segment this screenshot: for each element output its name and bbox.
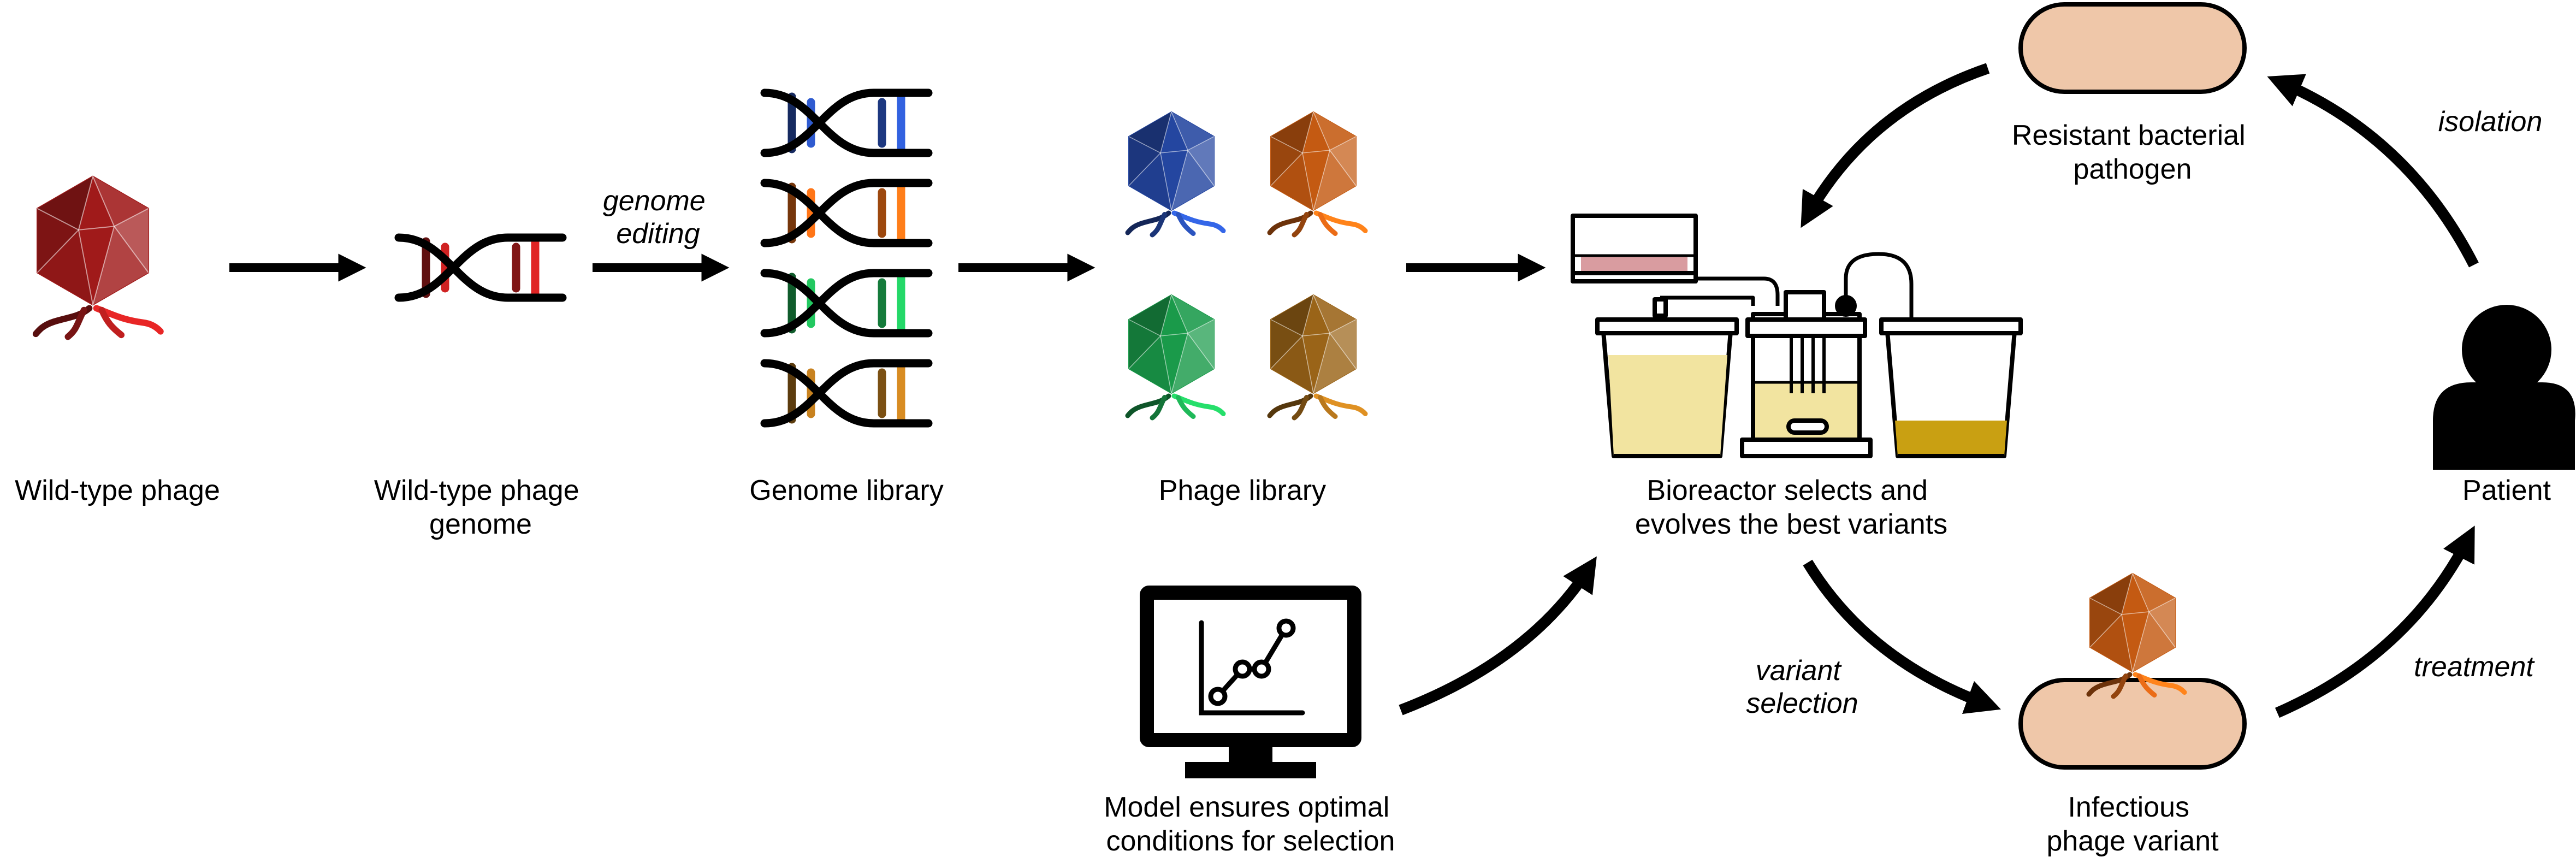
infectious-variant-label: Infectious phage variant [2046,791,2219,857]
dna-green-icon [765,273,928,333]
variant-selection-label: variant selection [1746,655,1858,719]
bioreactor-icon [1571,214,2023,458]
phage-green-icon [1128,295,1223,418]
genome-editing-label: genome editing [603,185,713,250]
patient-icon [2433,305,2575,470]
wild-type-phage-label: Wild-type phage [15,475,220,506]
model-label: Model ensures optimal conditions for sel… [1104,791,1397,857]
wild-type-phage-icon [36,176,161,336]
treatment-label: treatment [2414,651,2535,683]
chart-glyph [1199,618,1305,716]
genome-library-icons [765,93,928,423]
resistant-pathogen-label: Resistant bacterial pathogen [2012,120,2253,185]
model-monitor-icon [1140,586,1361,778]
phage-orange-icon [1270,112,1365,235]
resistant-pathogen-icon [2018,2,2247,94]
arrow-model-to-bioreactor [1399,556,1597,716]
arrow-treatment [2275,525,2475,718]
dna-gold-icon [765,363,928,423]
bioreactor-label: Bioreactor selects and evolves the best … [1635,475,1947,540]
arrow-pathogen-to-bioreactor [1801,63,1990,228]
phage-library-icons [1128,112,1365,418]
isolation-label: isolation [2438,106,2543,138]
arrow-patient-to-pathogen [2267,74,2479,268]
patient-label: Patient [2462,475,2551,506]
arrow-variant-selection [1803,559,2001,714]
phage-blue-icon [1128,112,1223,235]
wild-type-genome-label: Wild-type phage genome [374,475,587,540]
phage-gold-icon [1270,295,1365,418]
infectious-variant-icon [2018,574,2247,770]
dna-blue-icon [765,93,928,153]
dna-orange-icon [765,183,928,243]
phage-library-label: Phage library [1159,475,1326,506]
wild-type-genome-icon [399,238,562,298]
genome-library-label: Genome library [749,475,943,506]
